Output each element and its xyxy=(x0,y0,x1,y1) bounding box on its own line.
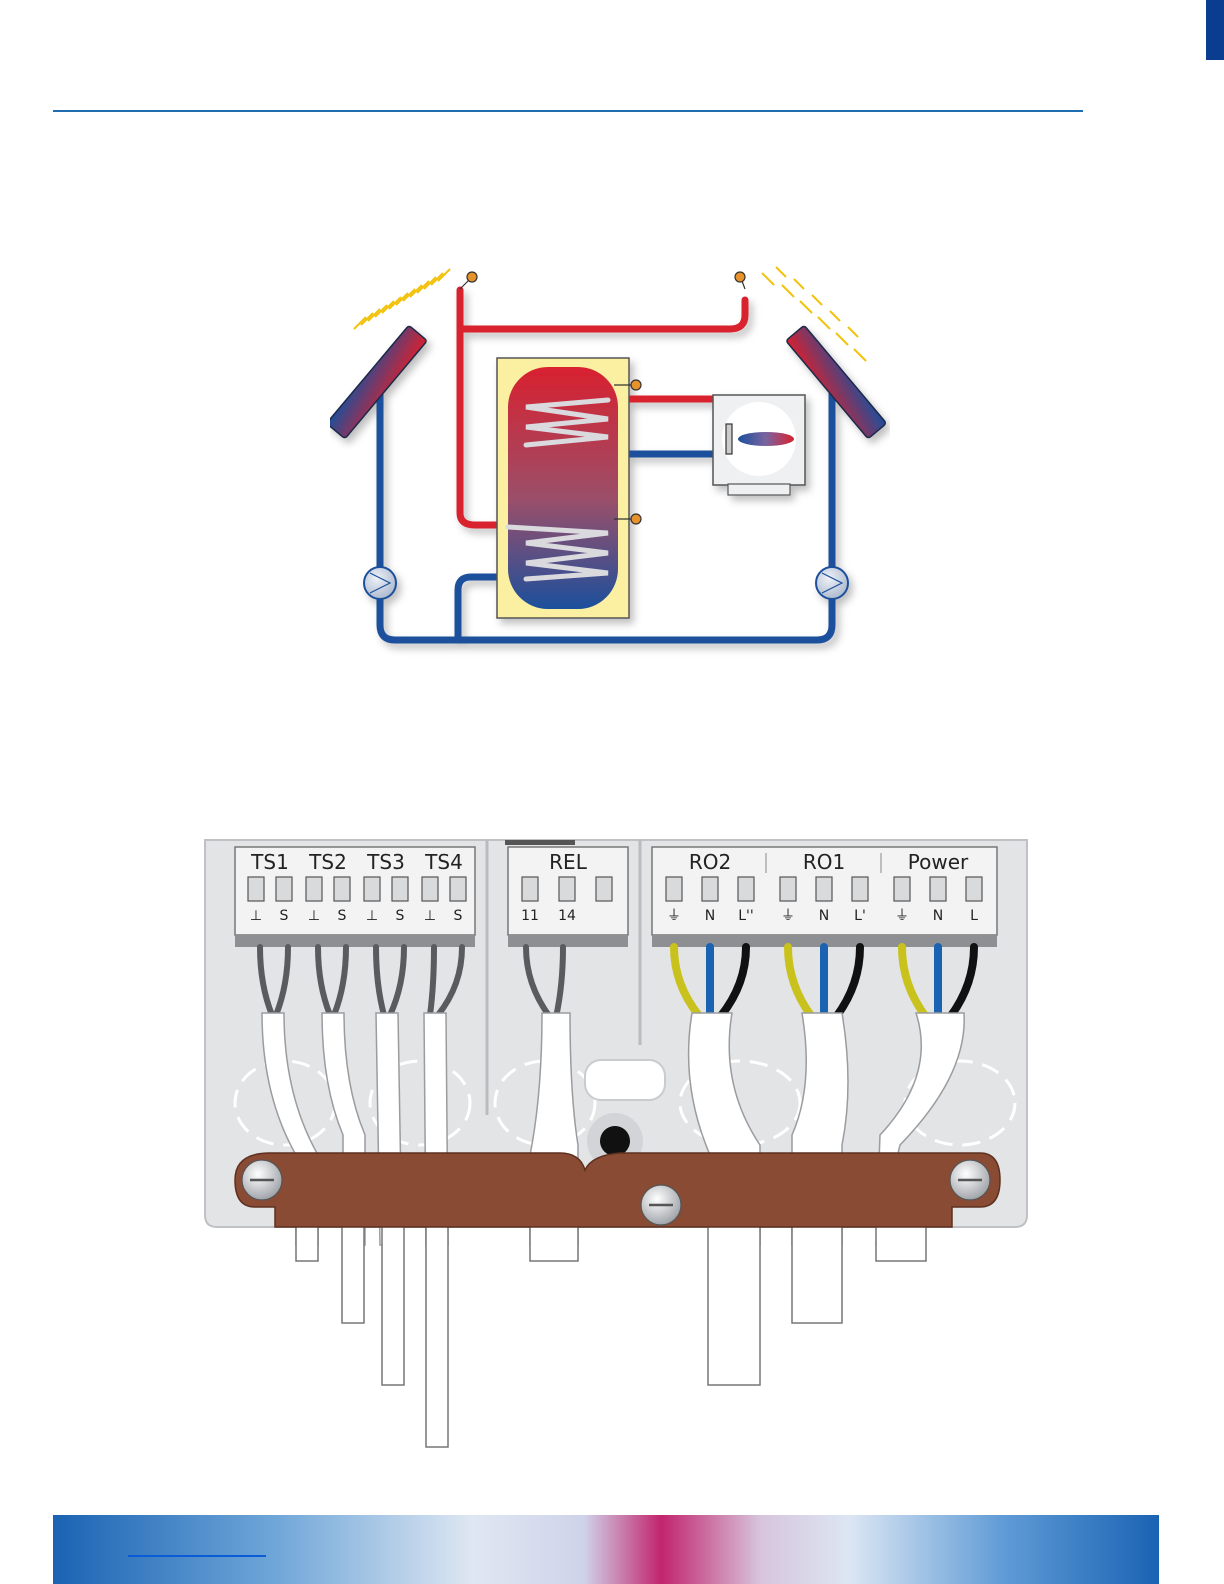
cable-exits xyxy=(296,1225,926,1447)
strain-relief-clamp xyxy=(235,1153,1000,1227)
footer-gradient-bar xyxy=(53,1515,1159,1584)
pin-ro1-earth: ⏚ xyxy=(781,908,795,924)
pin-power-neutral: N xyxy=(933,908,943,924)
pin-ro1-neutral: N xyxy=(819,908,829,924)
pin-power-live: L xyxy=(970,908,978,924)
label-ts1: TS1 xyxy=(250,850,289,874)
boiler xyxy=(713,395,805,495)
footer-link-underline[interactable] xyxy=(128,1555,266,1557)
header-rule xyxy=(53,110,1083,112)
right-pump xyxy=(816,567,848,599)
sun-rays-icon xyxy=(354,267,866,361)
pin-ts2-ground: ⊥ xyxy=(308,908,320,924)
label-rel: REL xyxy=(549,850,588,874)
terminal-wiring-diagram: TS1 TS2 TS3 TS4 REL RO2 RO1 Power ⊥ S ⊥ … xyxy=(200,835,1032,1455)
pin-ts1-signal: S xyxy=(280,908,289,924)
pin-rel-11: 11 xyxy=(521,908,539,924)
flame-icon xyxy=(738,432,794,446)
storage-tank xyxy=(497,358,629,618)
pin-ro1-live: L' xyxy=(854,908,866,924)
pin-ts4-signal: S xyxy=(454,908,463,924)
label-ts4: TS4 xyxy=(424,850,463,874)
page-edge-tab xyxy=(1206,0,1224,60)
label-ts3: TS3 xyxy=(366,850,405,874)
pin-ts2-signal: S xyxy=(338,908,347,924)
pin-ro2-neutral: N xyxy=(705,908,715,924)
left-pump xyxy=(364,567,396,599)
label-power: Power xyxy=(908,850,969,874)
pin-ts1-ground: ⊥ xyxy=(250,908,262,924)
pin-ts3-signal: S xyxy=(396,908,405,924)
pin-ro2-earth: ⏚ xyxy=(667,908,681,924)
label-ro1: RO1 xyxy=(803,850,845,874)
pin-rel-14: 14 xyxy=(558,908,576,924)
pin-power-earth: ⏚ xyxy=(895,908,909,924)
label-ts2: TS2 xyxy=(308,850,347,874)
label-ro2: RO2 xyxy=(689,850,731,874)
pin-ro2-live: L'' xyxy=(738,908,754,924)
pin-ts3-ground: ⊥ xyxy=(366,908,378,924)
solar-system-diagram xyxy=(330,255,890,665)
pin-ts4-ground: ⊥ xyxy=(424,908,436,924)
